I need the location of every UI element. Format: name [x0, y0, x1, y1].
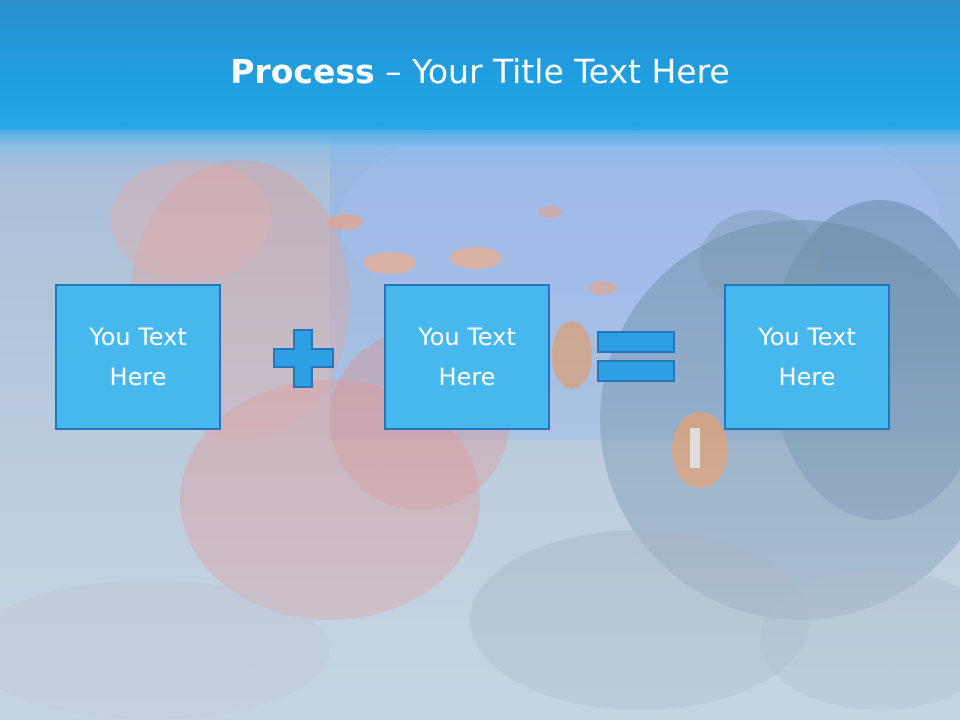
title-bar [0, 0, 960, 130]
process-box-2-text: You Text Here [418, 323, 516, 391]
slide-title: Process – Your Title Text Here [0, 52, 960, 91]
process-box-3[interactable]: You Text Here [724, 284, 890, 430]
plus-icon [273, 329, 334, 388]
process-box-2[interactable]: You Text Here [384, 284, 550, 430]
process-box-1-text: You Text Here [89, 323, 187, 391]
slide-title-rest: – Your Title Text Here [374, 52, 730, 91]
equals-icon [597, 331, 675, 382]
process-box-3-text: You Text Here [758, 323, 856, 391]
process-box-1[interactable]: You Text Here [55, 284, 221, 430]
slide-title-bold: Process [230, 52, 375, 91]
title-bar-fade [0, 125, 960, 170]
